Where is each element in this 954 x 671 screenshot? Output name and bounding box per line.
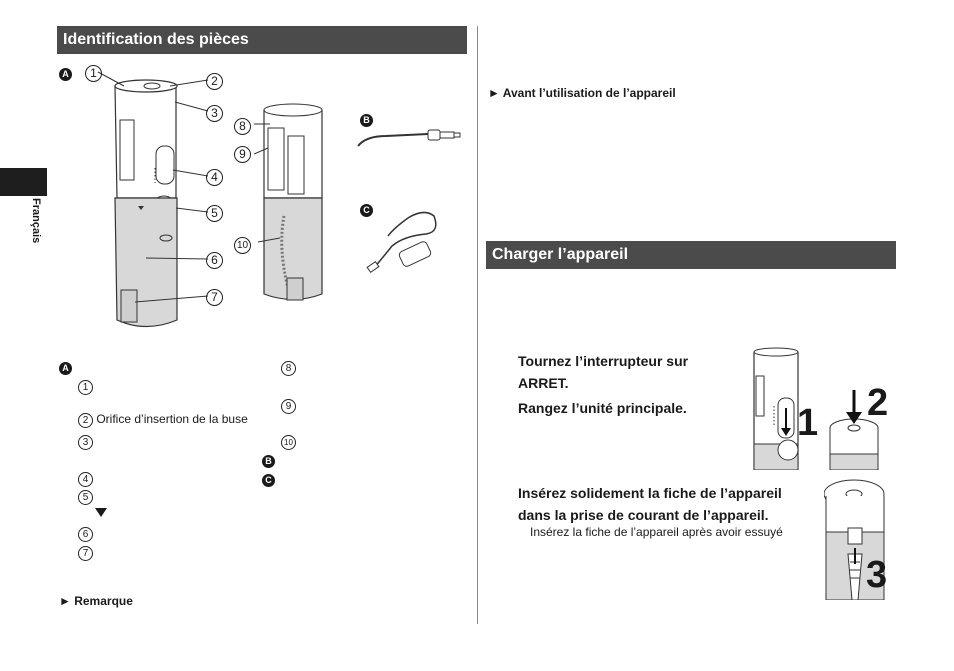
callout-3: 3 [206, 104, 223, 122]
list-item-7: 7 [78, 543, 93, 561]
step-3-line-2: dans la prise de courant de l’appareil. [518, 507, 769, 523]
figure-number-2: 2 [867, 382, 889, 424]
callout-2: 2 [206, 72, 223, 90]
before-use-heading: ► Avant l’utilisation de l’appareil [488, 86, 676, 100]
figure-c-badge: C [360, 200, 373, 218]
callout-5: 5 [206, 204, 223, 222]
figure-a-badge: A [59, 64, 72, 82]
step-3-text: Insérez solidement la fiche de l’apparei… [518, 482, 782, 526]
list-item-10: 10 [281, 432, 296, 450]
step-3-line-1: Insérez solidement la fiche de l’apparei… [518, 485, 782, 501]
figure-b-badge: B [360, 110, 373, 128]
down-triangle-icon [95, 508, 107, 517]
callout-9: 9 [234, 145, 251, 163]
list-item-4: 4 [78, 469, 93, 487]
list-badge-b: B [262, 451, 275, 469]
ac-adaptor-illustration [366, 211, 437, 274]
switch-off-illustration [753, 347, 879, 470]
callout-4: 4 [206, 168, 223, 186]
step-1-text: Tournez l’interrupteur sur ARRET. [518, 350, 688, 394]
remark-heading: ► Remarque [59, 594, 133, 608]
step-1-line-1: Tournez l’interrupteur sur [518, 353, 689, 369]
nozzle-illustration [357, 129, 461, 147]
list-item-8: 8 [281, 358, 296, 376]
language-label: Français [30, 198, 42, 244]
callout-8: 8 [234, 117, 251, 135]
section-title-charging: Charger l’appareil [486, 241, 896, 269]
figure-number-1: 1 [797, 402, 819, 444]
callout-1: 1 [85, 64, 102, 82]
callout-10: 10 [234, 235, 251, 254]
list-item-1: 1 [78, 377, 93, 395]
figure-number-3: 3 [866, 554, 888, 596]
callout-6: 6 [206, 251, 223, 269]
step-2-text: Rangez l’unité principale. [518, 400, 687, 416]
figure-a-device-illustration [97, 71, 209, 328]
step-3-subnote: Insérez la fiche de l’appareil après avo… [530, 525, 783, 539]
callout-7: 7 [206, 288, 223, 306]
list-item-2-text: Orifice d’insertion de la buse [96, 412, 248, 426]
list-badge-c: C [262, 470, 275, 488]
list-item-3: 3 [78, 432, 93, 450]
step-1-line-2: ARRET. [518, 375, 569, 391]
column-divider [477, 26, 478, 624]
list-item-5: 5 [78, 487, 93, 505]
stand-device-illustration [253, 103, 323, 301]
language-tab [0, 168, 47, 196]
list-badge-a: A [59, 358, 72, 376]
list-item-6: 6 [78, 524, 93, 542]
list-item-9: 9 [281, 396, 296, 414]
list-item-2: 2 Orifice d’insertion de la buse [78, 412, 248, 428]
section-title-parts: Identification des pièces [57, 26, 467, 54]
plug-insert-illustration [824, 479, 885, 600]
